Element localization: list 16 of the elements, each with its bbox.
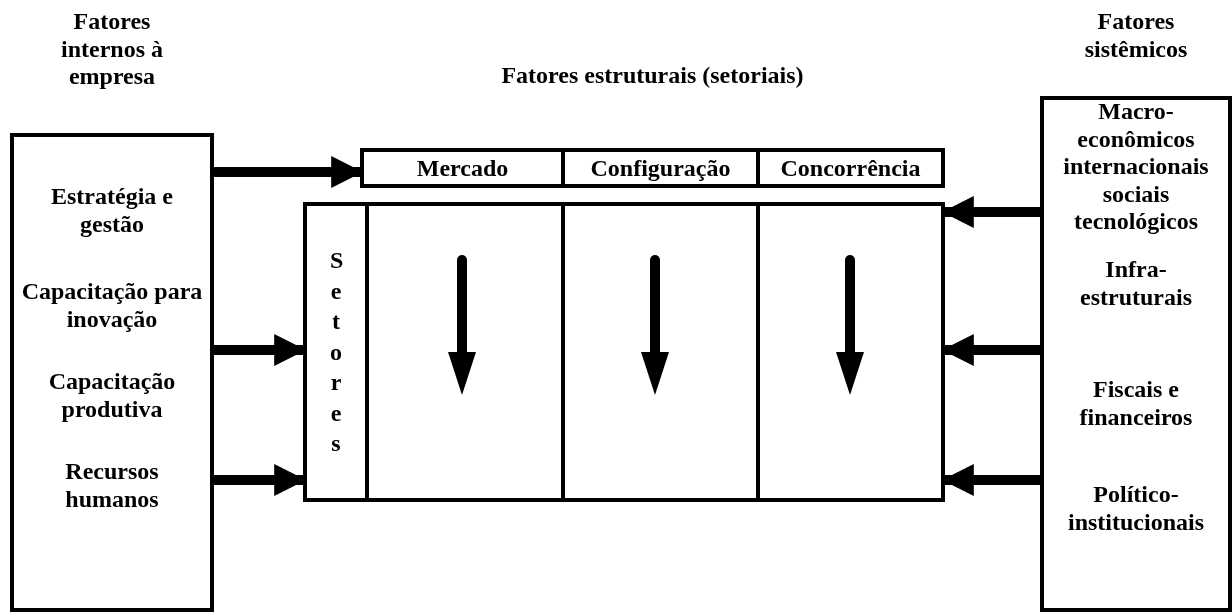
factor-label: Recursos humanos bbox=[64, 458, 160, 514]
factor-label: Macro- econômicos internacionais sociais tecnológicos bbox=[1062, 98, 1210, 236]
factor-label: Capacitação produtiva bbox=[47, 368, 177, 424]
panel-heading: Fatores internos à empresa bbox=[60, 8, 164, 91]
row-header-label: Setores bbox=[330, 246, 342, 459]
factor-label: Infra- estruturais bbox=[1079, 256, 1193, 312]
section-heading: Fatores estruturais (setoriais) bbox=[500, 62, 805, 90]
column-header: Mercado bbox=[364, 152, 561, 184]
column-header: Concorrência bbox=[756, 152, 941, 184]
factor-label: Capacitação para inovação bbox=[20, 278, 204, 334]
column-header: Configuração bbox=[561, 152, 756, 184]
factor-label: Político- institucionais bbox=[1067, 481, 1205, 537]
header-row bbox=[360, 148, 945, 188]
factor-label: Fiscais e financeiros bbox=[1078, 376, 1194, 432]
factor-label: Estratégia e gestão bbox=[50, 183, 174, 239]
panel-heading: Fatores sistêmicos bbox=[1083, 8, 1189, 64]
